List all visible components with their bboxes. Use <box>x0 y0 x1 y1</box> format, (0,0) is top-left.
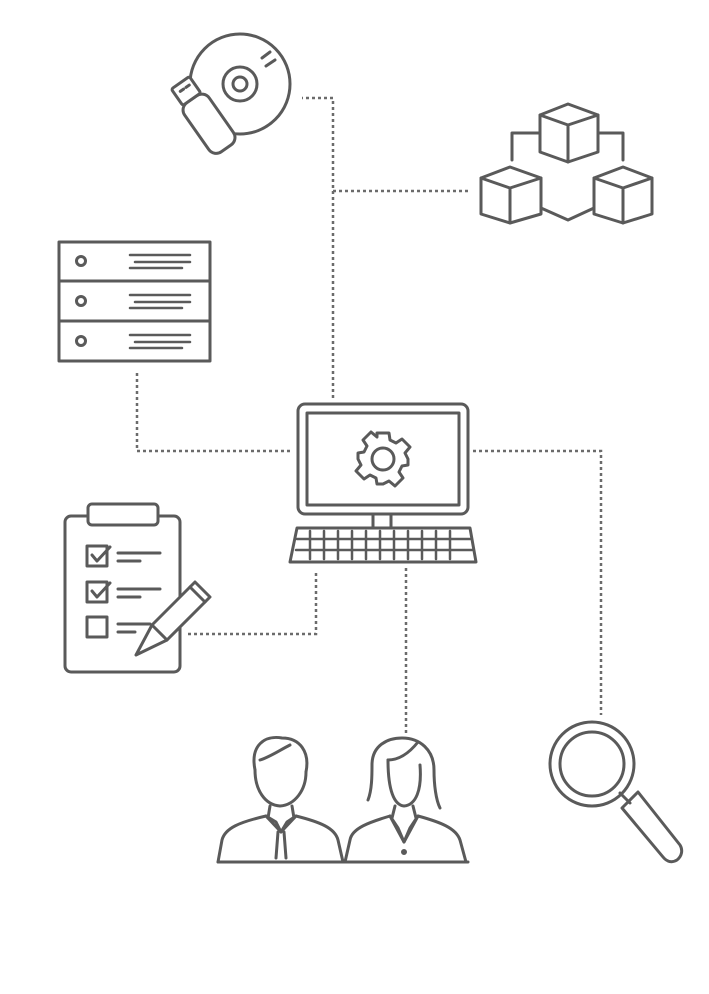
server-unit-3 <box>57 319 212 363</box>
disc-shine <box>260 50 277 68</box>
keyboard <box>288 526 478 564</box>
checkbox-3 <box>85 615 109 639</box>
connector-computer-search <box>473 449 603 715</box>
monitor-screen <box>305 411 461 507</box>
checkbox-1 <box>85 544 109 568</box>
connector-computer-checklist <box>186 573 318 636</box>
server-led-1 <box>75 255 87 267</box>
usb-drive <box>170 75 237 155</box>
monitor-neck <box>371 512 393 530</box>
cubes-bottom-link <box>539 206 596 222</box>
gear-icon <box>354 430 412 488</box>
cube-right <box>592 165 654 225</box>
cubes-icon <box>479 102 654 225</box>
users-icon <box>216 735 470 864</box>
server-led-2 <box>75 295 87 307</box>
disc-and-usb-drive-icon <box>170 32 292 155</box>
clipboard-board <box>63 514 182 674</box>
cube-left <box>479 165 543 225</box>
lens-inner <box>558 730 626 798</box>
user-female <box>343 736 470 864</box>
connector-computer-media <box>302 96 335 398</box>
connectors <box>135 96 603 735</box>
cube-top <box>538 102 600 164</box>
clipboard-clip <box>86 502 160 527</box>
magnifying-glass-icon <box>548 720 684 864</box>
checkmark-1 <box>90 545 112 563</box>
keyboard-keys <box>294 529 474 561</box>
desktop-computer-icon <box>288 402 478 564</box>
cubes-backdrop <box>510 131 625 162</box>
checklist-lines <box>116 551 162 634</box>
server-lines <box>128 253 192 350</box>
user-male <box>216 735 347 864</box>
server-led-3 <box>75 335 87 347</box>
checkmark-2 <box>90 581 112 599</box>
handle <box>620 790 684 864</box>
server-rack-icon <box>57 240 212 363</box>
monitor-frame <box>296 402 470 516</box>
disc-ring <box>221 65 259 103</box>
clipboard-checklist-icon <box>63 502 212 674</box>
connector-computer-server <box>135 370 290 453</box>
checkbox-2 <box>85 580 109 604</box>
pencil-icon <box>134 580 212 657</box>
disc-hole <box>231 75 249 93</box>
lens-outer <box>548 720 636 808</box>
